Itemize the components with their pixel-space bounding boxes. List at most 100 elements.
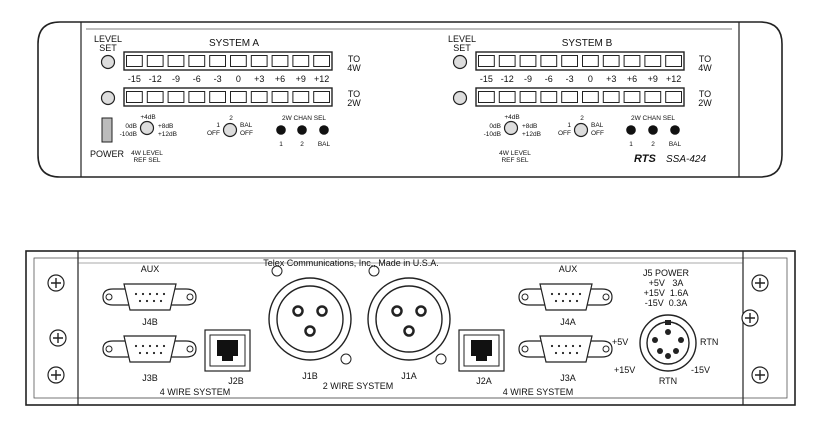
meter-led-segment	[582, 91, 599, 103]
ref-sel-b-p4: +4dB	[504, 114, 519, 121]
level-set-label-a1: LEVEL	[94, 34, 122, 44]
power-switch[interactable]	[101, 117, 113, 143]
chan-sel-b-2-led	[648, 125, 658, 135]
meter-scale-label: +3	[254, 74, 264, 84]
to-2w-a1: TO	[348, 89, 360, 99]
level-set-2w-knob-a[interactable]	[100, 90, 116, 106]
din-power-connector-j5[interactable]	[639, 314, 697, 372]
ref-sel-knob-a[interactable]	[139, 120, 155, 136]
db9-connector-j3a[interactable]	[518, 335, 613, 363]
db9-connector-j4b[interactable]	[102, 283, 197, 311]
meter-scale-label: -3	[566, 74, 574, 84]
ref-sel-a-m10: -10dB	[120, 131, 137, 138]
ref-sel-b-0: 0dB	[489, 123, 501, 130]
j2b-label: J2B	[228, 376, 244, 386]
meter-led-segment	[292, 91, 310, 103]
pin-rtn-right-label: RTN	[700, 337, 718, 347]
j4a-label: J4A	[560, 317, 576, 327]
bal-a-off1: OFF	[207, 130, 220, 137]
chan-sel-b-2: 2	[651, 141, 655, 148]
aux-label-right: AUX	[559, 264, 578, 274]
meter-led-segment	[561, 55, 579, 67]
meter-led-segment	[146, 55, 164, 67]
bal-b-2: 2	[580, 115, 584, 122]
chan-sel-a-2: 2	[300, 141, 304, 148]
bal-b-1: 1	[567, 122, 571, 129]
meter-led-segment	[188, 91, 206, 103]
meter-scale-label: 0	[236, 74, 241, 84]
meter-led-segment	[313, 91, 331, 103]
meter-led-segment	[271, 91, 289, 103]
bal-knob-a[interactable]	[222, 122, 238, 138]
meter-scale-label: +6	[627, 74, 637, 84]
chan-sel-title-a: 2W CHAN SEL	[282, 115, 326, 122]
meter-led-segment	[126, 55, 143, 67]
meter-led-segment	[602, 91, 620, 103]
rear-panel: Telex Communications, Inc., Made in U.S.…	[25, 250, 796, 406]
pin-neg15v-label: -15V	[691, 365, 710, 375]
meter-led-segment	[478, 91, 495, 103]
ref-sel-knob-b[interactable]	[503, 120, 519, 136]
rj-jack-j2b[interactable]	[204, 329, 251, 372]
j3a-label: J3A	[560, 373, 576, 383]
meter-scale-label: 0	[588, 74, 593, 84]
meter-led-segment	[167, 55, 185, 67]
meter-led-segment	[644, 55, 662, 67]
j4b-label: J4B	[142, 317, 158, 327]
screw-icon	[751, 274, 769, 292]
bal-a-1: 1	[216, 122, 220, 129]
level-set-label-b2: SET	[453, 43, 471, 53]
chan-sel-a-2-led	[297, 125, 307, 135]
chan-sel-a-1: 1	[279, 141, 283, 148]
j1b-label: J1B	[302, 371, 318, 381]
meter-led-segment	[561, 91, 579, 103]
to-4w-a2: 4W	[347, 63, 361, 73]
chan-sel-b-bal-led	[670, 125, 680, 135]
meter-led-segment	[271, 55, 289, 67]
chan-sel-b-1-led	[626, 125, 636, 135]
level-set-2w-knob-b[interactable]	[452, 90, 468, 106]
bal-knob-b[interactable]	[573, 122, 589, 138]
level-set-4w-knob-a[interactable]	[100, 54, 116, 70]
four-wire-system-left: 4 WIRE SYSTEM	[160, 387, 231, 397]
meter-led-segment	[230, 55, 247, 67]
meter-led-segment	[644, 91, 662, 103]
pin-5v-label: +5V	[612, 337, 628, 347]
meter-a-4w	[123, 51, 333, 71]
pin-15v-label: +15V	[614, 365, 635, 375]
ref-sel-a-p4: +4dB	[140, 114, 155, 121]
meter-led-segment	[623, 55, 641, 67]
chan-sel-a-bal-led	[319, 125, 329, 135]
to-2w-a2: 2W	[347, 98, 361, 108]
meter-led-segment	[250, 55, 268, 67]
db9-connector-j3b[interactable]	[102, 335, 197, 363]
meter-led-segment	[623, 91, 641, 103]
meter-led-segment	[498, 91, 516, 103]
j2a-label: J2A	[476, 376, 492, 386]
aux-label-left: AUX	[141, 264, 160, 274]
ref-sel-a-0: 0dB	[125, 123, 137, 130]
power-spec-neg15v: -15V 0.3A	[645, 298, 688, 308]
to-2w-b2: 2W	[698, 98, 712, 108]
power-title: J5 POWER	[643, 268, 690, 278]
xlr-connector-j1a[interactable]	[367, 265, 451, 365]
meter-led-segment	[250, 91, 268, 103]
chan-sel-b-1: 1	[629, 141, 633, 148]
meter-b-2w	[475, 87, 685, 107]
ref-sel-b-p8: +8dB	[522, 123, 537, 130]
db9-connector-j4a[interactable]	[518, 283, 613, 311]
xlr-connector-j1b[interactable]	[268, 265, 352, 365]
chan-sel-title-b: 2W CHAN SEL	[631, 115, 675, 122]
meter-led-segment	[126, 91, 143, 103]
rj-jack-j2a[interactable]	[458, 329, 505, 372]
level-set-4w-knob-b[interactable]	[452, 54, 468, 70]
j3b-label: J3B	[142, 373, 158, 383]
bal-a-off2: OFF	[240, 130, 253, 137]
ref-sel-label-b1: 4W LEVEL	[499, 150, 531, 157]
ref-sel-a-p8: +8dB	[158, 123, 173, 130]
two-wire-system: 2 WIRE SYSTEM	[323, 381, 394, 391]
ref-sel-label-a1: 4W LEVEL	[131, 150, 163, 157]
